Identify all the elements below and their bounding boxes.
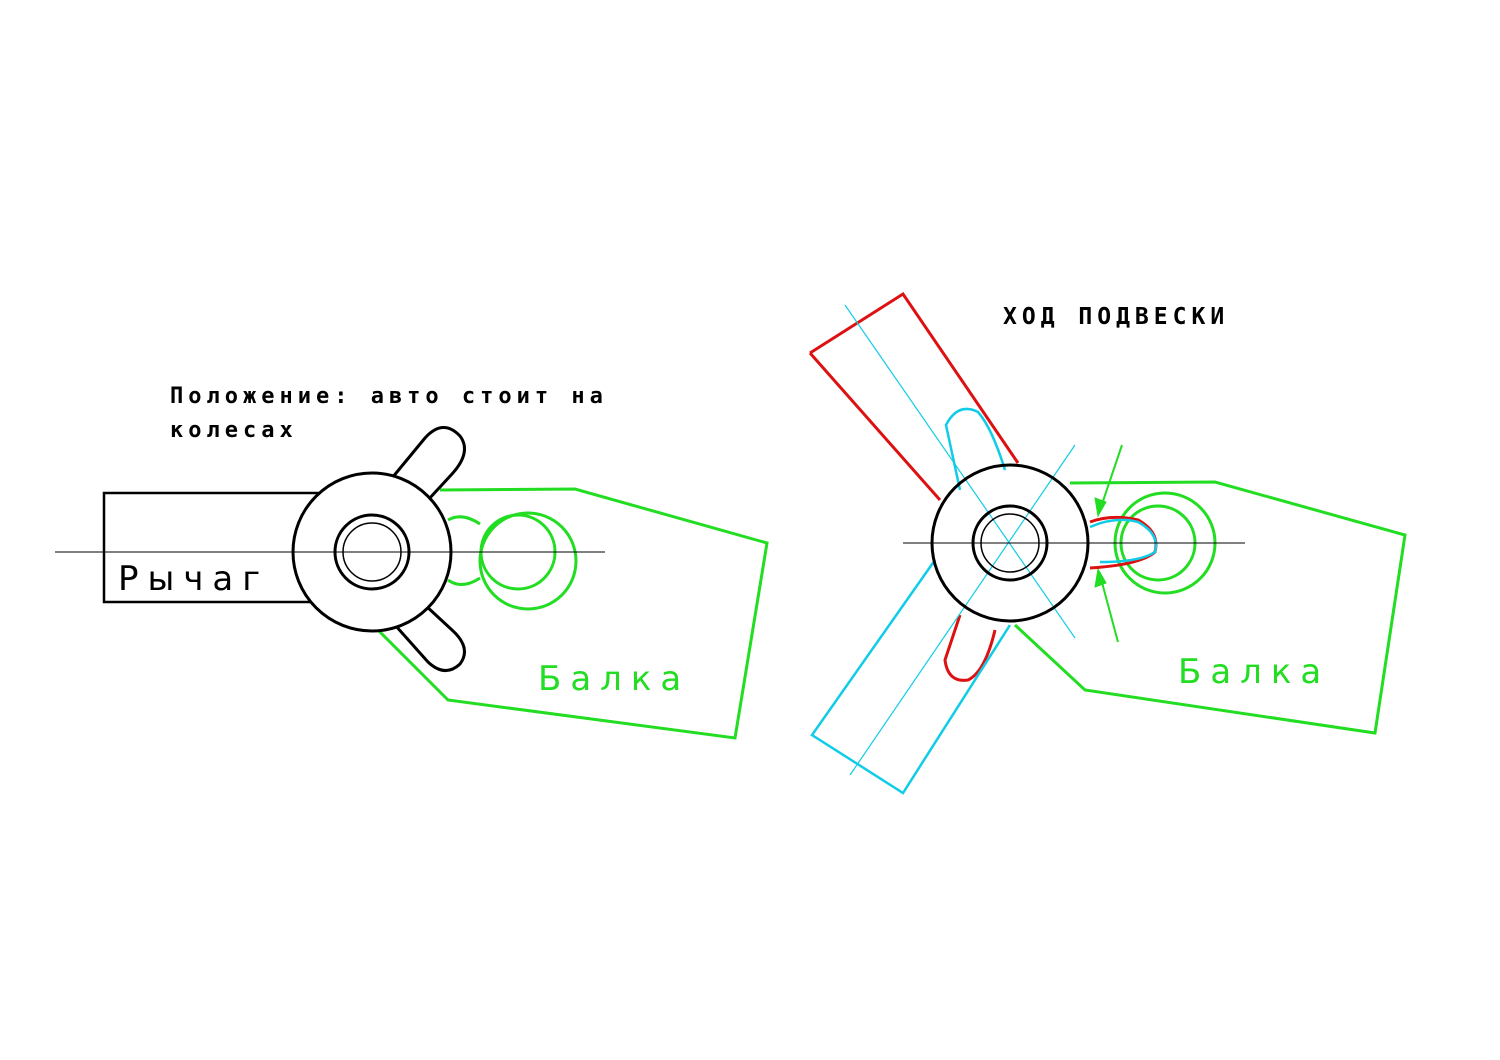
right-upper-lever-outline [808,291,1020,501]
left-beam-web-upper [447,515,481,526]
right-arrow-lower-line [1099,574,1119,643]
right-upper-lever-axis [844,304,1076,639]
left-beam-label: Балка [538,659,690,699]
right-arrow-upper-head [1094,497,1107,518]
left-lever-label: Рычаг [118,559,269,599]
left-beam-web-lower [447,576,481,586]
right-arrow-upper-line [1099,444,1123,511]
right-lower-lever [810,304,1158,795]
right-title: ХОД ПОДВЕСКИ [1003,304,1229,330]
left-beam-outline [376,487,769,740]
right-lower-lever-tab [1089,518,1158,564]
left-caption-line1: Положение: авто стоит на [170,384,608,409]
right-lower-lever-axis [849,444,1076,776]
right-upper-lever-lower-arm [943,614,997,682]
right-diagram: ХОД ПОДВЕСКИ Балка [808,291,1407,795]
right-arrow-lower-head [1094,567,1107,588]
right-beam-outline [1013,480,1407,735]
left-caption-line2: колесах [170,418,298,443]
right-lower-lever-upper-arm [944,407,1007,491]
right-beam-label: Балка [1178,652,1330,692]
left-beam-eye-outer [478,511,578,611]
left-diagram: Положение: авто стоит на колесах Рычаг Б… [55,384,769,740]
